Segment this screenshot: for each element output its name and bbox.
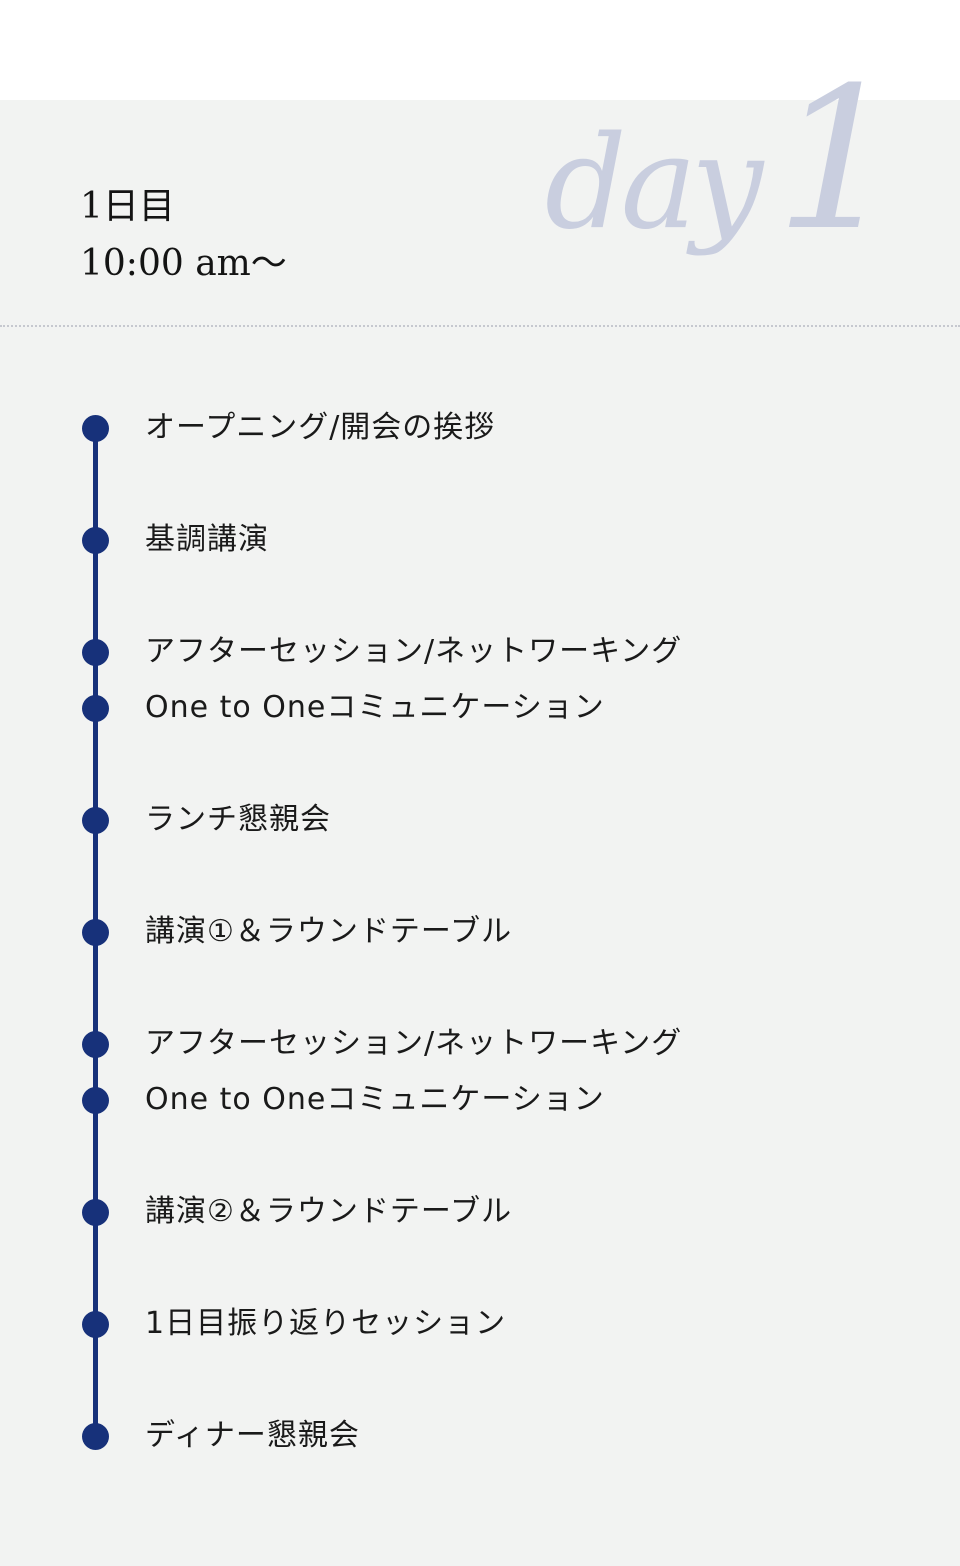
timeline-item-label: 講演②＆ラウンドテーブル <box>145 1194 513 1229</box>
timeline-item-label: ディナー懇親会 <box>145 1418 360 1453</box>
timeline-item: アフターセッション/ネットワーキング <box>0 624 960 680</box>
timeline-item-label: 基調講演 <box>145 522 269 557</box>
dotted-divider <box>0 325 960 327</box>
timeline-item-label: ランチ懇親会 <box>145 802 331 837</box>
timeline-dot <box>82 639 109 666</box>
timeline-dot <box>82 527 109 554</box>
timeline-item: オープニング/開会の挨拶 <box>0 400 960 456</box>
timeline-item-label: 1日目振り返りセッション <box>145 1306 507 1341</box>
timeline-item: ランチ懇親会 <box>0 792 960 848</box>
timeline-item: One to Oneコミュニケーション <box>0 1072 960 1128</box>
timeline-dot <box>82 1199 109 1226</box>
timeline-item-label: One to Oneコミュニケーション <box>145 1082 605 1117</box>
timeline-item: One to Oneコミュニケーション <box>0 680 960 736</box>
day-watermark: day1 <box>545 62 900 302</box>
timeline-item-label: アフターセッション/ネットワーキング <box>145 634 683 669</box>
timeline-item: 講演②＆ラウンドテーブル <box>0 1184 960 1240</box>
timeline-item-label: オープニング/開会の挨拶 <box>145 410 496 445</box>
timeline-dot <box>82 1031 109 1058</box>
timeline-item: アフターセッション/ネットワーキング <box>0 1016 960 1072</box>
timeline-item-label: 講演①＆ラウンドテーブル <box>145 914 513 949</box>
timeline-item: 基調講演 <box>0 512 960 568</box>
timeline-item: 講演①＆ラウンドテーブル <box>0 904 960 960</box>
day-watermark-word: day <box>544 109 764 258</box>
timeline-dot <box>82 1311 109 1338</box>
timeline-dot <box>82 415 109 442</box>
timeline-item-label: One to Oneコミュニケーション <box>145 690 605 725</box>
day-label: 1日目 <box>80 186 175 227</box>
timeline-dot <box>82 807 109 834</box>
day-header: 1日目 10:00 am〜 <box>80 178 287 292</box>
timeline-item: ディナー懇親会 <box>0 1408 960 1464</box>
day-schedule-panel: day1 1日目 10:00 am〜 オープニング/開会の挨拶 基調講演 アフタ… <box>0 62 960 1566</box>
day-watermark-number: 1 <box>775 46 900 274</box>
timeline-item: 1日目振り返りセッション <box>0 1296 960 1352</box>
timeline-dot <box>82 1423 109 1450</box>
timeline-dot <box>82 695 109 722</box>
timeline-dot <box>82 919 109 946</box>
timeline-item-label: アフターセッション/ネットワーキング <box>145 1026 683 1061</box>
timeline-dot <box>82 1087 109 1114</box>
start-time: 10:00 am〜 <box>80 243 287 284</box>
